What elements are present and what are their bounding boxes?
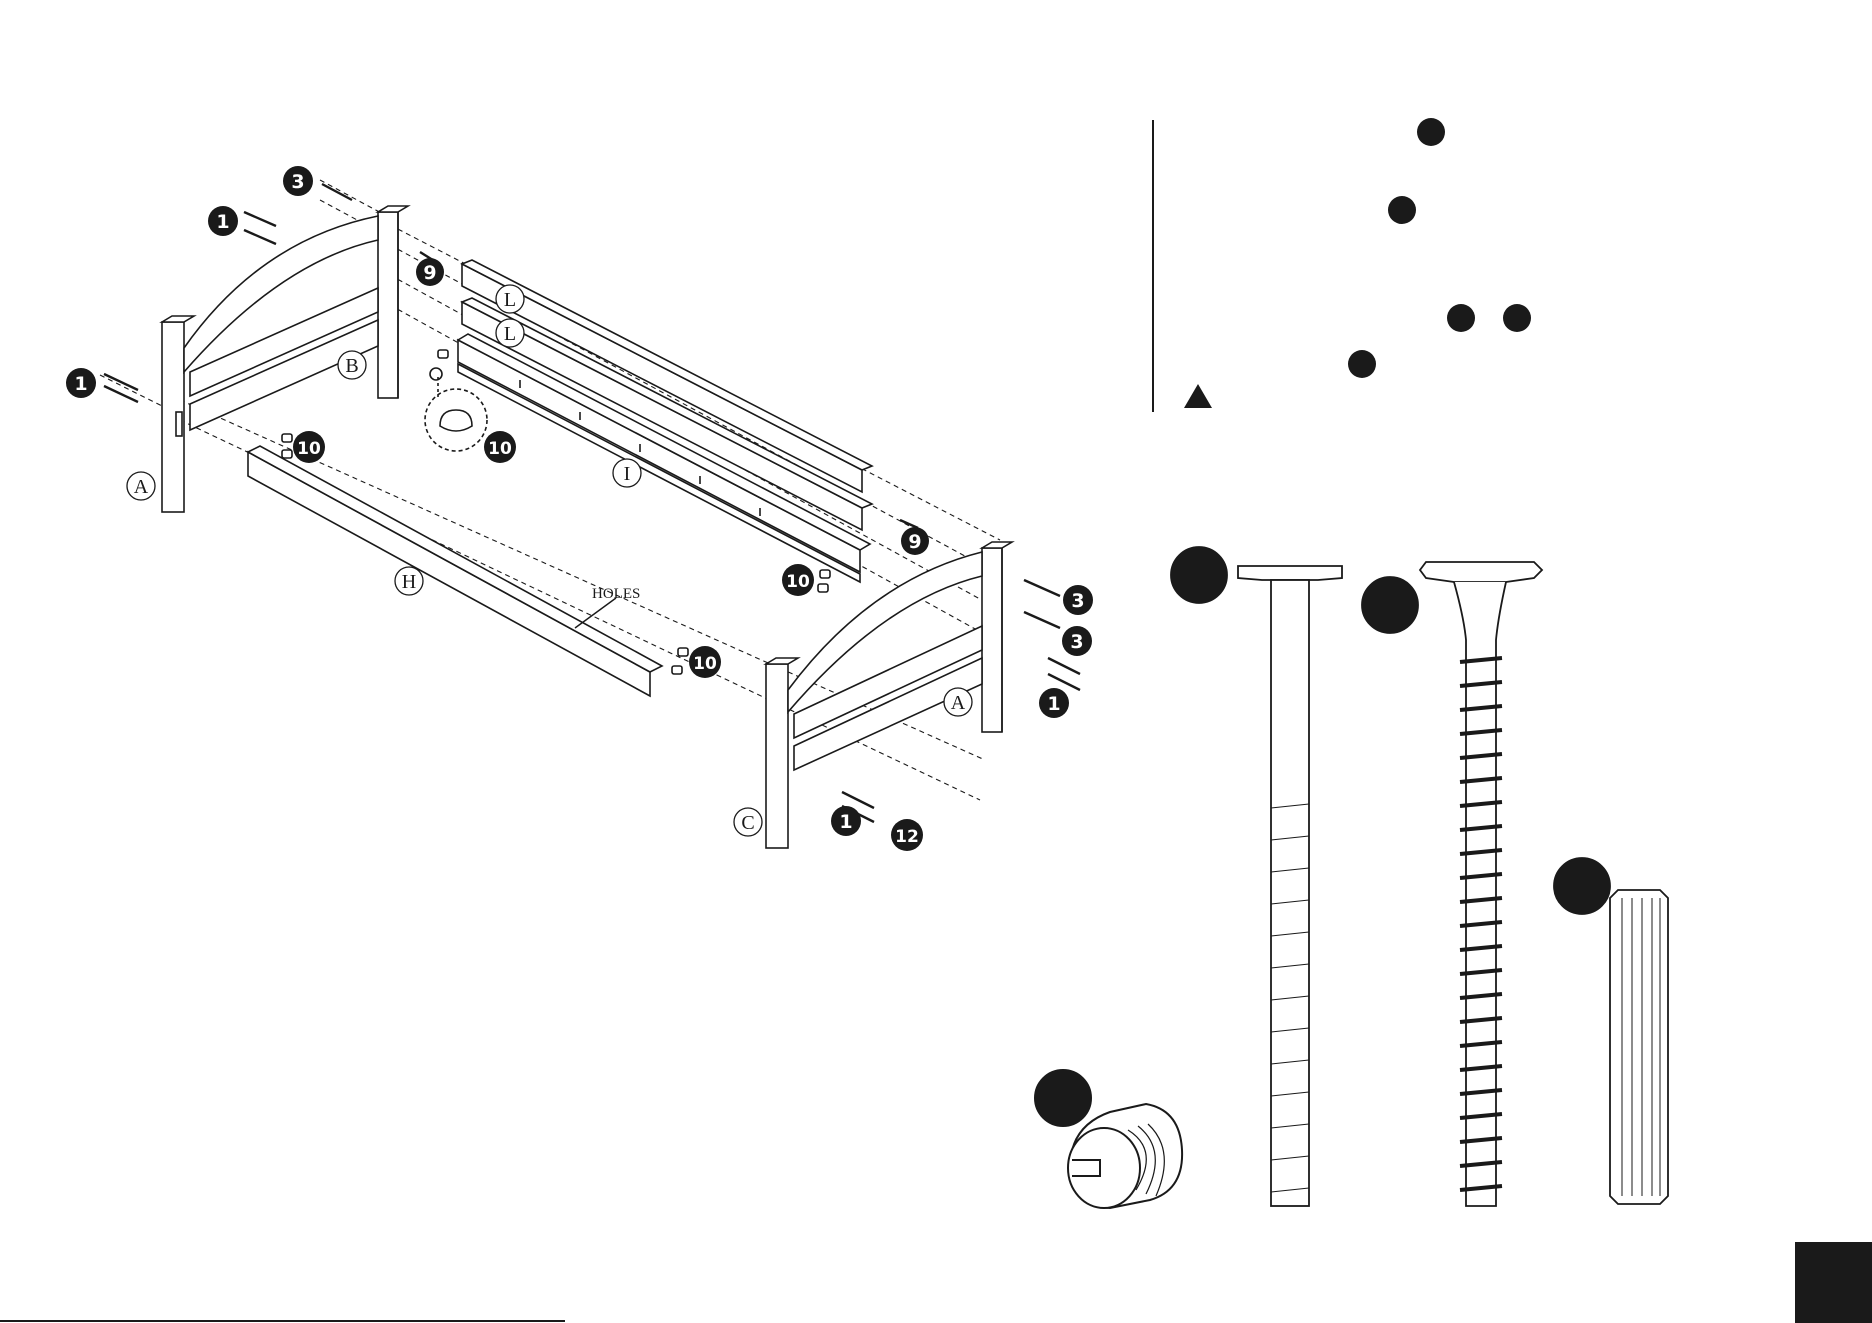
hardware-number: 1 (1047, 693, 1060, 715)
page-number-tab (1795, 1242, 1872, 1323)
hardware-number: 10 (488, 439, 512, 459)
hardware-badge (1171, 547, 1227, 603)
hardware-badge (1035, 1070, 1091, 1126)
part-letter: A (134, 476, 149, 498)
hardware-number: 3 (1071, 590, 1084, 612)
hardware-number: 10 (693, 654, 717, 674)
front-rail (248, 446, 662, 696)
hardware-number: 3 (1070, 631, 1083, 653)
screw-icon (1362, 562, 1542, 1206)
note-bullet (1447, 304, 1475, 332)
holes-callout: HOLES (592, 586, 640, 602)
hardware-number: 1 (74, 373, 87, 395)
hardware-number: 10 (297, 439, 321, 459)
hardware-badge (1554, 858, 1610, 914)
part-letter: B (345, 355, 358, 377)
hardware-number: 10 (786, 572, 810, 592)
footer-rule (0, 1320, 565, 1322)
guide-lines (100, 180, 1000, 800)
notes-panel (1153, 118, 1531, 412)
part-letter: C (741, 812, 754, 834)
bed-assembly (100, 180, 1080, 848)
part-letter: A (951, 692, 966, 714)
note-bullet (1388, 196, 1416, 224)
hardware-number: 1 (839, 811, 852, 833)
part-letter: I (624, 463, 631, 485)
dowel-icon (1554, 858, 1668, 1204)
hardware-number: 1 (216, 211, 229, 233)
hardware-number-badges (66, 166, 1093, 851)
hardware-badge (1362, 577, 1418, 633)
part-letter: H (402, 571, 416, 593)
hardware-number: 9 (908, 531, 921, 553)
part-letter: L (504, 289, 516, 311)
note-bullet (1417, 118, 1445, 146)
note-bullet (1348, 350, 1376, 378)
warning-triangle-icon (1184, 384, 1212, 408)
hardware-number: 12 (895, 827, 919, 847)
hardware-number: 3 (291, 171, 304, 193)
barrel-nut-icon (1035, 1070, 1182, 1208)
hardware-number: 9 (423, 262, 436, 284)
holes-leader (575, 598, 616, 628)
bolt-icon (1171, 547, 1342, 1206)
part-letter: L (504, 323, 516, 345)
note-bullet (1503, 304, 1531, 332)
